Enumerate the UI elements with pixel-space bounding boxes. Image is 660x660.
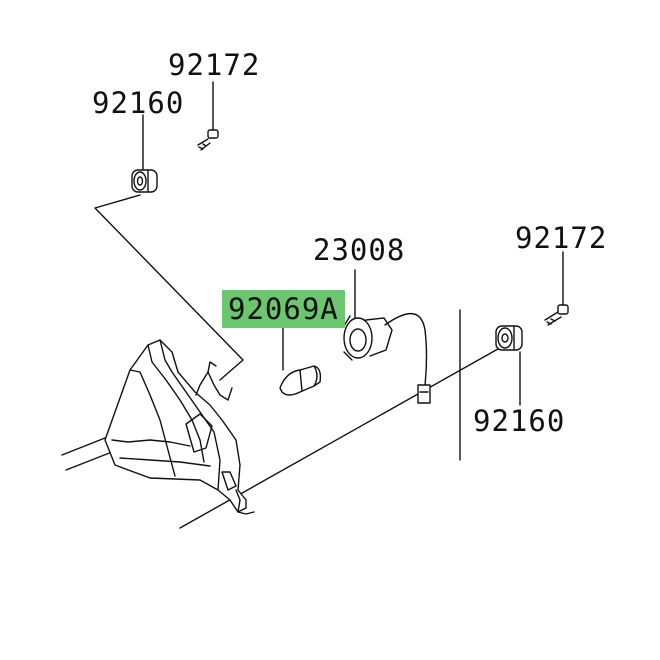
assembly-line-upper: [94, 194, 244, 381]
part-number-label-screw-right[interactable]: 92172: [515, 221, 608, 255]
screw-right-icon: [544, 304, 569, 326]
damper-top-icon: [131, 169, 158, 193]
part-number-label-damper-top[interactable]: 92160: [92, 86, 185, 120]
part-number-label-bulb-highlighted[interactable]: 92069A: [222, 290, 345, 328]
axis-line-left-b: [65, 451, 113, 471]
screw-top-icon: [197, 129, 219, 151]
bulb-icon: [279, 365, 322, 396]
part-number-label-damper-right[interactable]: 92160: [473, 404, 566, 438]
turn-signal-housing-icon: [104, 339, 255, 515]
socket-icon: [343, 313, 431, 404]
part-number-label-screw-top[interactable]: 92172: [168, 48, 261, 82]
part-number-label-socket[interactable]: 23008: [313, 233, 406, 267]
axis-line-left-a: [61, 435, 111, 456]
damper-right-icon: [495, 325, 523, 351]
